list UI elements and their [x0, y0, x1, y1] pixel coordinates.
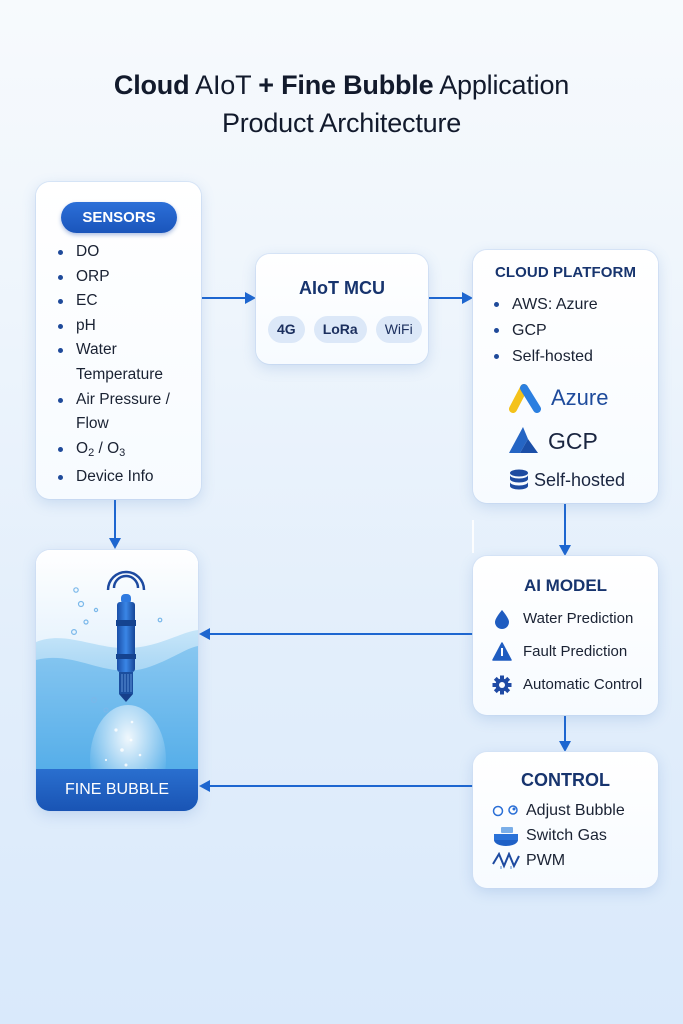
- signal-waves-icon: [106, 570, 146, 591]
- azure-logo-icon: [509, 384, 541, 413]
- sensor-item: pH: [55, 314, 205, 339]
- arrowhead-ai-to-control: [559, 741, 571, 752]
- cloud-platform-card: CLOUD PLATFORM AWS: Azure GCP Self-hoste…: [473, 250, 658, 503]
- sensor-item: EC: [55, 289, 205, 314]
- control-item-label: PWM: [526, 851, 566, 869]
- fine-bubble-card: FINE BUBBLE: [36, 550, 198, 811]
- gcp-logo-row: GCP: [506, 425, 598, 457]
- page-title-line2: Product Architecture: [221, 108, 462, 138]
- gear-icon: [492, 675, 512, 694]
- pwm-wave-icon: [492, 851, 520, 869]
- connectivity-chips: 4G LoRa WiFi: [268, 316, 422, 343]
- gcp-logo-icon: [509, 427, 538, 453]
- cloud-item: Self-hosted: [491, 344, 598, 370]
- cloud-item: GCP: [491, 318, 598, 344]
- chip-lora: LoRa: [313, 316, 367, 343]
- arrowhead-sensors-to-bubble: [109, 538, 121, 549]
- title-bold-cloud: Cloud: [113, 70, 190, 100]
- sensors-card: SENSORS DO ORP EC pH Water Temperature A…: [36, 182, 201, 499]
- control-list: Adjust Bubble Switch Gas PWM: [492, 798, 625, 873]
- ai-item-label: Fault Prediction: [523, 643, 628, 660]
- title-bold-fine-bubble: + Fine Bubble: [258, 70, 434, 100]
- ai-item-label: Water Prediction: [523, 610, 634, 627]
- control-item-adjust-bubble: Adjust Bubble: [492, 798, 625, 823]
- ai-item-water-prediction: Water Prediction: [491, 602, 642, 635]
- arrowhead-sensors-to-mcu: [245, 292, 256, 304]
- control-item-label: Adjust Bubble: [526, 801, 625, 819]
- database-icon: [510, 469, 528, 490]
- ai-item-automatic-control: Automatic Control: [491, 668, 642, 701]
- ai-item-fault-prediction: Fault Prediction: [491, 635, 642, 668]
- title-application: Application: [433, 70, 570, 100]
- control-item-label: Switch Gas: [526, 826, 607, 844]
- arrowhead-ai-to-bubble: [199, 628, 210, 640]
- control-item-pwm: PWM: [492, 848, 625, 873]
- arrowhead-cloud-to-ai: [559, 545, 571, 556]
- warning-icon: [492, 641, 512, 661]
- cloud-item: AWS: Azure: [491, 292, 598, 318]
- self-hosted-logo-row: Self-hosted: [508, 468, 625, 492]
- title-aiot: AIoT: [189, 70, 259, 100]
- gas-valve-icon: [494, 826, 518, 846]
- ai-model-list: Water Prediction Fault Prediction Automa…: [491, 602, 642, 701]
- sensor-item: Air Pressure / Flow: [55, 388, 205, 437]
- o3-o: / O: [94, 439, 120, 457]
- o3-subscript: 3: [119, 446, 126, 459]
- ai-item-label: Automatic Control: [523, 676, 643, 693]
- cloud-title: CLOUD PLATFORM: [494, 264, 637, 281]
- control-card: CONTROL Adjust Bubble Switch Gas PWM: [473, 752, 658, 888]
- mcu-title: AIoT MCU: [299, 278, 385, 298]
- self-hosted-label: Self-hosted: [534, 469, 626, 490]
- sensor-item: Device Info: [55, 465, 205, 490]
- chip-4g: 4G: [268, 316, 305, 343]
- sensor-item: DO: [55, 240, 205, 265]
- sensor-item-o2-o3: O2 / O3: [55, 437, 205, 466]
- azure-label: Azure: [551, 385, 609, 410]
- sensor-item: Water Temperature: [55, 338, 205, 387]
- chip-wifi: WiFi: [375, 316, 422, 343]
- azure-logo-row: Azure: [509, 383, 608, 413]
- o2-subscript: 2: [88, 446, 95, 459]
- o2-o: O: [76, 439, 89, 457]
- sensors-badge: SENSORS: [61, 202, 177, 233]
- control-item-switch-gas: Switch Gas: [492, 823, 625, 848]
- bubbles-icon: [492, 804, 518, 816]
- cloud-list: AWS: Azure GCP Self-hosted: [491, 292, 598, 370]
- ai-model-card: AI MODEL Water Prediction Fault Predicti…: [473, 556, 658, 715]
- ai-model-title: AI MODEL: [523, 576, 608, 595]
- sensor-list: DO ORP EC pH Water Temperature Air Press…: [55, 240, 205, 490]
- arrowhead-control-to-bubble: [199, 780, 210, 792]
- aiot-mcu-card: AIoT MCU 4G LoRa WiFi: [256, 254, 428, 364]
- sensor-item: ORP: [55, 265, 205, 290]
- arrowhead-mcu-to-cloud: [462, 292, 473, 304]
- water-drop-icon: [495, 609, 509, 629]
- control-title: CONTROL: [521, 770, 610, 790]
- gcp-label: GCP: [548, 427, 598, 454]
- fine-bubble-label: FINE BUBBLE: [36, 769, 198, 811]
- page-title-line1: Cloud AIoT + Fine Bubble Application: [0, 67, 683, 103]
